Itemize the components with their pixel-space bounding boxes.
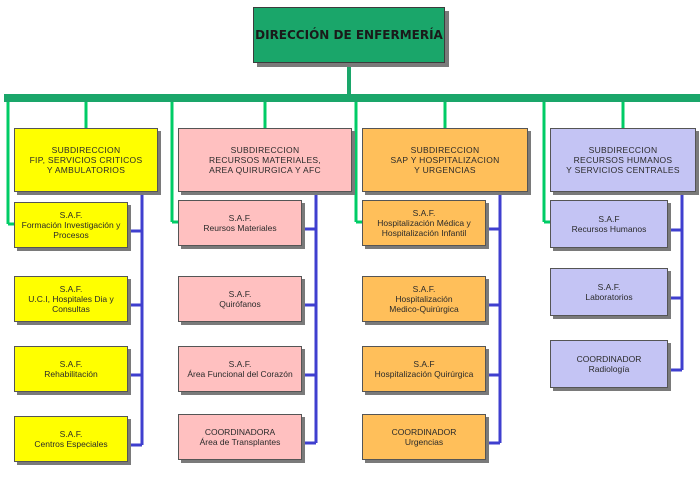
recursos-materiales-unit-1-box: S.A.F.Reursos Materiales xyxy=(178,200,302,246)
fip-servicios-criticos-unit-2-box-line-3: Consultas xyxy=(52,304,90,314)
recursos-materiales-head-box-line-3: AREA QUIRURGICA Y AFC xyxy=(209,165,321,175)
recursos-materiales-unit-3-box-line-2: Área Funcional del Corazón xyxy=(187,369,293,379)
recursos-materiales-unit-1-box-line-2: Reursos Materiales xyxy=(203,223,277,233)
sap-hospitalizacion-unit-2-box-line-3: Medico-Quirúrgica xyxy=(389,304,459,314)
fip-servicios-criticos-unit-1-box-line-2: Formación Investigación y xyxy=(21,220,121,230)
sap-hospitalizacion-unit-1-box-line-2: Hospitalización Médica y xyxy=(377,218,471,228)
recursos-materiales-unit-3-box: S.A.F.Área Funcional del Corazón xyxy=(178,346,302,392)
sap-hospitalizacion-head-box-line-2: SAP Y HOSPITALIZACION xyxy=(390,155,500,165)
recursos-materiales-unit-2-box: S.A.F.Quirófanos xyxy=(178,276,302,322)
sap-hospitalizacion-unit-4-box-line-2: Urgencias xyxy=(404,437,444,447)
recursos-humanos-head-box-line-3: Y SERVICIOS CENTRALES xyxy=(566,165,680,175)
sap-hospitalizacion-unit-2-box-line-1: S.A.F. xyxy=(412,284,436,294)
fip-servicios-criticos-unit-2-box-line-1: S.A.F. xyxy=(59,284,83,294)
fip-servicios-criticos-head-box-line-1: SUBDIRECCION xyxy=(51,145,121,155)
fip-servicios-criticos-unit-4-box-line-2: Centros Especiales xyxy=(34,439,108,449)
fip-servicios-criticos-unit-4-box: S.A.F.Centros Especiales xyxy=(14,416,128,462)
recursos-materiales-unit-4-box-line-2: Área de Transplantes xyxy=(199,437,281,447)
recursos-humanos-unit-2-box-line-2: Laboratorios xyxy=(585,292,633,302)
fip-servicios-criticos-unit-3-box-line-2: Rehabilitación xyxy=(44,369,98,379)
sap-hospitalizacion-unit-3-box-line-1: S.A.F xyxy=(413,359,435,369)
sap-hospitalizacion-unit-3-box-line-2: Hospitalización Quirúrgica xyxy=(374,369,474,379)
top-direction-title: DIRECCIÓN DE ENFERMERÍA xyxy=(255,28,443,42)
sap-hospitalizacion-head-box-line-3: Y URGENCIAS xyxy=(414,165,476,175)
recursos-humanos-head-box-line-1: SUBDIRECCION xyxy=(588,145,658,155)
fip-servicios-criticos-head-box-line-3: Y AMBULATORIOS xyxy=(46,165,126,175)
fip-servicios-criticos-unit-2-box-line-2: U.C.I, Hospitales Dia y xyxy=(28,294,114,304)
recursos-humanos-head-box-line-2: RECURSOS HUMANOS xyxy=(573,155,673,165)
recursos-materiales-unit-1-box-line-1: S.A.F. xyxy=(228,213,252,223)
sap-hospitalizacion-unit-1-box-line-3: Hospitalización Infantil xyxy=(381,228,467,238)
recursos-humanos-unit-3-box-line-2: Radiología xyxy=(588,364,630,374)
recursos-materiales-head-box-line-2: RECURSOS MATERIALES, xyxy=(208,155,322,165)
recursos-materiales-unit-2-box-line-2: Quirófanos xyxy=(219,299,261,309)
fip-servicios-criticos-unit-3-box: S.A.F.Rehabilitación xyxy=(14,346,128,392)
recursos-materiales-head-box-line-1: SUBDIRECCION xyxy=(230,145,300,155)
recursos-materiales-unit-3-box-line-1: S.A.F. xyxy=(228,359,252,369)
fip-servicios-criticos-unit-4-box-line-1: S.A.F. xyxy=(59,429,83,439)
fip-servicios-criticos-unit-1-box-line-1: S.A.F. xyxy=(59,210,83,220)
fip-servicios-criticos-unit-1-box-line-3: Procesos xyxy=(53,230,89,240)
fip-servicios-criticos-unit-3-box-line-1: S.A.F. xyxy=(59,359,83,369)
top-direction-box: DIRECCIÓN DE ENFERMERÍA xyxy=(253,7,445,63)
sap-hospitalizacion-unit-2-box-line-2: Hospitalización xyxy=(395,294,453,304)
horizontal-bus xyxy=(4,94,700,102)
recursos-humanos-unit-3-box-line-1: COORDINADOR xyxy=(576,354,642,364)
recursos-humanos-unit-1-box-line-1: S.A.F xyxy=(598,214,620,224)
fip-servicios-criticos-head-box-line-2: FIP, SERVICIOS CRITICOS xyxy=(29,155,143,165)
sap-hospitalizacion-unit-1-box-line-1: S.A.F. xyxy=(412,208,436,218)
recursos-materiales-unit-4-box-line-1: COORDINADORA xyxy=(204,427,276,437)
sap-hospitalizacion-unit-4-box-line-1: COORDINADOR xyxy=(391,427,457,437)
recursos-humanos-unit-2-box-line-1: S.A.F. xyxy=(597,282,621,292)
recursos-materiales-unit-2-box-line-1: S.A.F. xyxy=(228,289,252,299)
recursos-humanos-unit-1-box-line-2: Recursos Humanos xyxy=(571,224,647,234)
sap-hospitalizacion-head-box-line-1: SUBDIRECCION xyxy=(410,145,480,155)
recursos-humanos-unit-2-box: S.A.F.Laboratorios xyxy=(550,268,668,316)
